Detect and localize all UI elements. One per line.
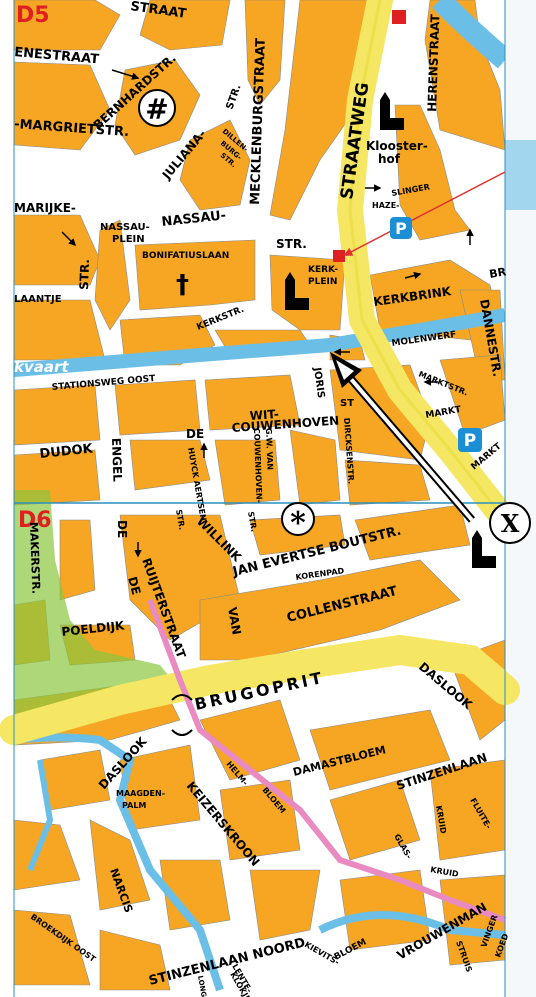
svg-text:#: # [145,93,168,126]
street-dudok: DUDOK [39,441,94,462]
street-br: BR [488,265,507,281]
street-laantje: LAANTJE [14,294,62,305]
street-marijke: MARIJKE- [14,201,76,215]
margin-water [505,140,536,210]
grid-label-d5: D5 [16,3,50,28]
street-bonifatiuslaan: BONIFATIUSLAAN [142,251,229,261]
main-roads [0,0,520,745]
church-icon-klooster [380,92,404,130]
parking-icon-markt[interactable]: P [458,428,482,452]
street-kerk2: PLEIN [308,277,337,287]
street-long: LONG [196,975,208,997]
church-icon-east [472,530,496,568]
street-de2: DE [115,520,129,538]
street-wit: WIT- [249,407,279,423]
street-nassau-plein1: NASSAU- [100,222,150,233]
street-st: ST [340,398,354,409]
park-strip [14,490,180,730]
street-nassau-plein2: PLEIN [112,234,145,245]
street-nassau: NASSAU- [161,208,227,230]
street-str-nassau: STR. [276,237,307,251]
street-kerk1: KERK- [308,265,338,275]
street-haze: HAZE- [372,201,399,210]
street-str-left: STR. [77,259,92,290]
street-maagden: MAAGDEN- [116,789,165,798]
red-square-top [392,10,406,24]
red-pointer [343,171,506,256]
klooster-label: Klooster- hof [366,139,432,166]
street-gw-van: G.W. VAN [264,428,274,470]
street-str3: STR. [174,509,186,531]
street-poeldijk: POELDIJK [61,618,126,639]
street-herenstraat: HERENSTRAAT [425,13,442,112]
bridge-marks [171,694,193,736]
water-label-kvaart: kvaart [14,358,69,376]
svg-text:P: P [464,431,476,451]
grid-label-d6: D6 [18,508,52,533]
oneway-arrows [61,69,474,558]
street-de1: DE [186,427,204,441]
street-van: VAN [225,606,244,636]
red-square-kerkplein [333,250,345,262]
svg-text:*: * [290,506,306,541]
svg-text:P: P [395,219,407,238]
marker-hash[interactable]: # [138,89,176,127]
marker-star[interactable]: * [281,502,315,541]
street-engel: ENGEL [109,438,125,483]
street-joris: JORIS [311,366,326,399]
marker-x[interactable]: X [489,502,531,544]
street-de3: DE [125,575,143,596]
street-makerstr: MAKERSTR. [27,522,43,595]
street-mecklenburgstraat: MECKLENBURGSTRAAT [248,38,269,205]
svg-text:X: X [501,509,520,538]
street-couwenhoven2: COUWENHOVEN- [252,428,264,503]
street-palm: PALM [122,801,146,810]
street-enestraat: ENESTRAAT [14,45,100,67]
church-cross-icon: † [176,270,189,300]
building-blocks [13,0,506,991]
parking-icon[interactable]: P [390,217,412,239]
street-str4: STR. [246,511,258,533]
church-icon-kerkplein [285,272,309,310]
route-arrow [330,352,476,523]
